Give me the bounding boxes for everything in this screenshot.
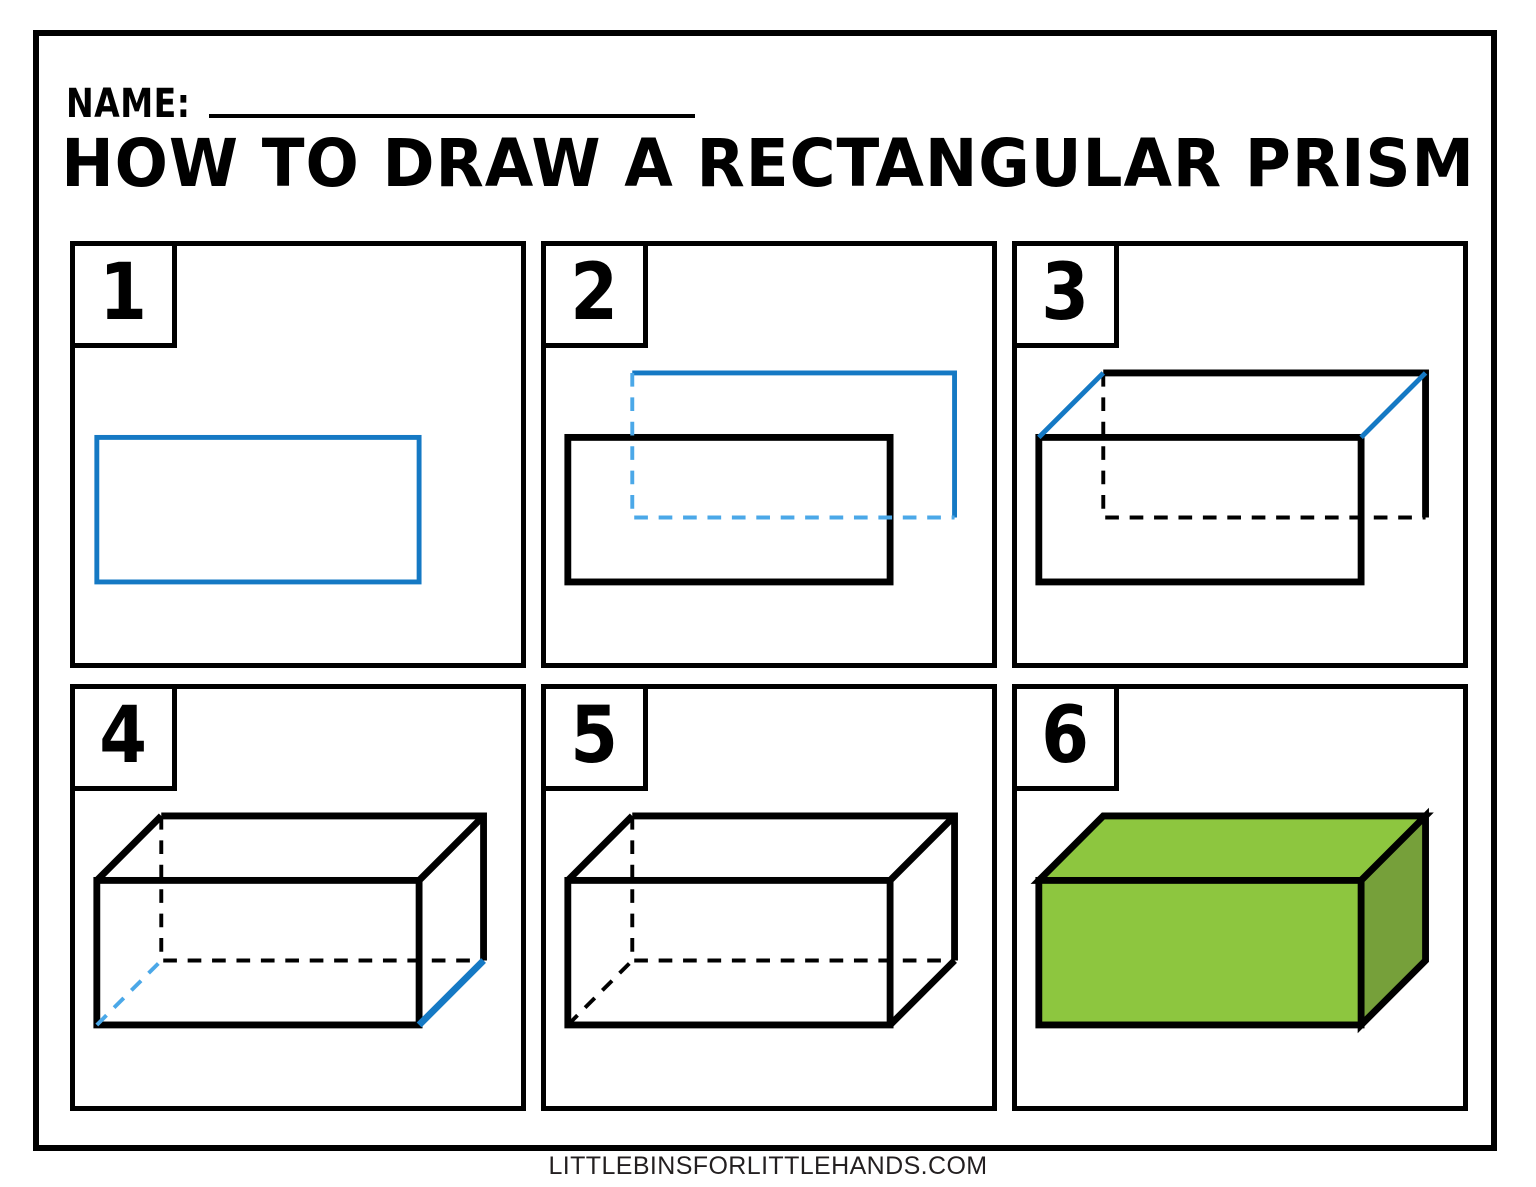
back-face-visible-edges (161, 812, 487, 961)
top-right-diagonal (887, 813, 957, 883)
step-panel-6: 6 (1012, 684, 1468, 1111)
top-right-diagonal (1359, 371, 1428, 440)
bottom-left-diagonal-hidden (95, 959, 163, 1027)
back-face-visible-edges (1103, 369, 1429, 518)
name-write-line[interactable] (209, 114, 696, 118)
site-credit: LITTLEBINSFORLITTLEHANDS.COM (548, 1152, 988, 1180)
step-number-badge-1: 1 (70, 241, 177, 348)
top-left-diagonal (94, 813, 164, 883)
top-right-diagonal (416, 813, 486, 883)
bottom-right-diagonal (887, 958, 957, 1028)
step-number-badge-6: 6 (1012, 684, 1119, 791)
step-number-badge-2: 2 (541, 241, 648, 348)
back-face-hidden-edges (630, 815, 955, 963)
step-3-drawing (1035, 369, 1429, 586)
top-left-diagonal (565, 813, 635, 883)
step-number-badge-5: 5 (541, 684, 648, 791)
step-number-2: 2 (570, 247, 619, 338)
step-number-6: 6 (1041, 690, 1090, 781)
back-face-visible-edges (632, 370, 957, 518)
back-face-hidden-edges (1101, 372, 1426, 520)
page-border (33, 30, 1497, 1151)
step-number-3: 3 (1041, 247, 1090, 338)
bottom-left-diagonal-hidden (566, 959, 634, 1027)
front-face-outline (94, 434, 422, 585)
name-field-row: NAME: (66, 64, 696, 127)
front-face-outline (564, 876, 894, 1029)
back-face-visible-edges (632, 812, 958, 961)
step-2-drawing (564, 370, 957, 586)
back-face-hidden-edges (159, 815, 484, 963)
step-number-5: 5 (570, 690, 619, 781)
step-1-drawing (94, 434, 422, 585)
step-number-badge-3: 3 (1012, 241, 1119, 348)
steps-grid: 1 2 (70, 241, 1468, 1111)
name-label: NAME: (66, 81, 191, 127)
step-panel-4: 4 (70, 684, 526, 1111)
step-panel-3: 3 (1012, 241, 1468, 668)
back-face-hidden-edges (630, 372, 955, 520)
front-face-outline (1035, 433, 1365, 586)
bottom-right-diagonal (416, 958, 486, 1028)
front-face-outline (564, 433, 894, 586)
step-4-drawing (93, 812, 487, 1029)
step-5-drawing (564, 812, 958, 1029)
step-panel-2: 2 (541, 241, 997, 668)
step-number-1: 1 (99, 247, 148, 338)
top-left-diagonal (1037, 371, 1106, 440)
step-panel-5: 5 (541, 684, 997, 1111)
step-panel-1: 1 (70, 241, 526, 668)
front-face-outline (93, 876, 423, 1029)
front-face-filled (1035, 876, 1365, 1029)
step-number-badge-4: 4 (70, 684, 177, 791)
page-title: HOW TO DRAW A RECTANGULAR PRISM (61, 125, 1475, 202)
step-number-4: 4 (99, 690, 148, 781)
step-6-drawing (1030, 807, 1434, 1034)
